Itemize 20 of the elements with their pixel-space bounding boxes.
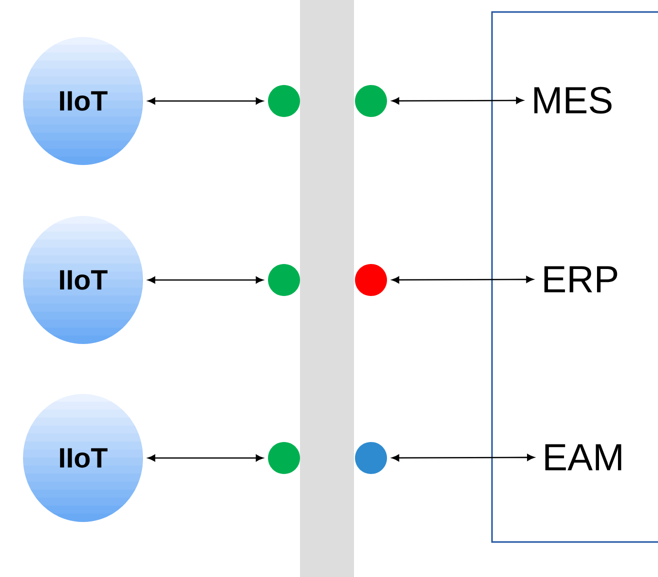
arrow — [392, 97, 524, 104]
arrow — [148, 454, 264, 462]
dot — [355, 442, 387, 474]
dot — [355, 85, 387, 117]
node-label: IIoT — [60, 91, 108, 111]
arrow — [392, 454, 534, 462]
divider-band — [300, 0, 354, 577]
dot — [268, 85, 300, 117]
system-label: ERP — [544, 266, 618, 292]
dot — [355, 264, 387, 296]
frame — [491, 11, 658, 543]
arrow — [148, 98, 264, 104]
dot — [268, 264, 300, 296]
dot — [268, 442, 300, 474]
system-label: EAM — [545, 444, 622, 470]
node-label: IIoT — [60, 270, 108, 290]
node-label: IIoT — [60, 448, 108, 468]
arrow — [392, 276, 534, 284]
arrow — [148, 276, 264, 284]
system-label: MES — [534, 86, 612, 114]
